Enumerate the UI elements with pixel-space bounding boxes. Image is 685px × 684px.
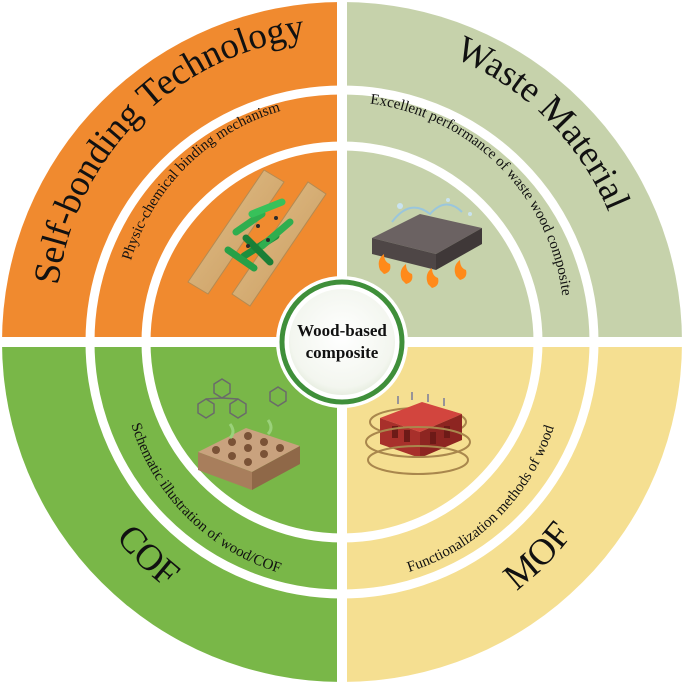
quadrant-cof (2, 342, 342, 682)
center-ring (279, 279, 405, 405)
center-title-line1: Wood-based (297, 321, 387, 340)
self-bonding-illustration-icon (187, 169, 327, 307)
waste-composite-illustration-icon (372, 198, 482, 288)
center-title-line2: composite (306, 343, 379, 362)
quadrant-mof (342, 342, 682, 682)
center-badge: Wood-based composite (276, 276, 408, 408)
mof-illustration-icon (365, 392, 471, 475)
cof-illustration-icon (197, 378, 300, 490)
